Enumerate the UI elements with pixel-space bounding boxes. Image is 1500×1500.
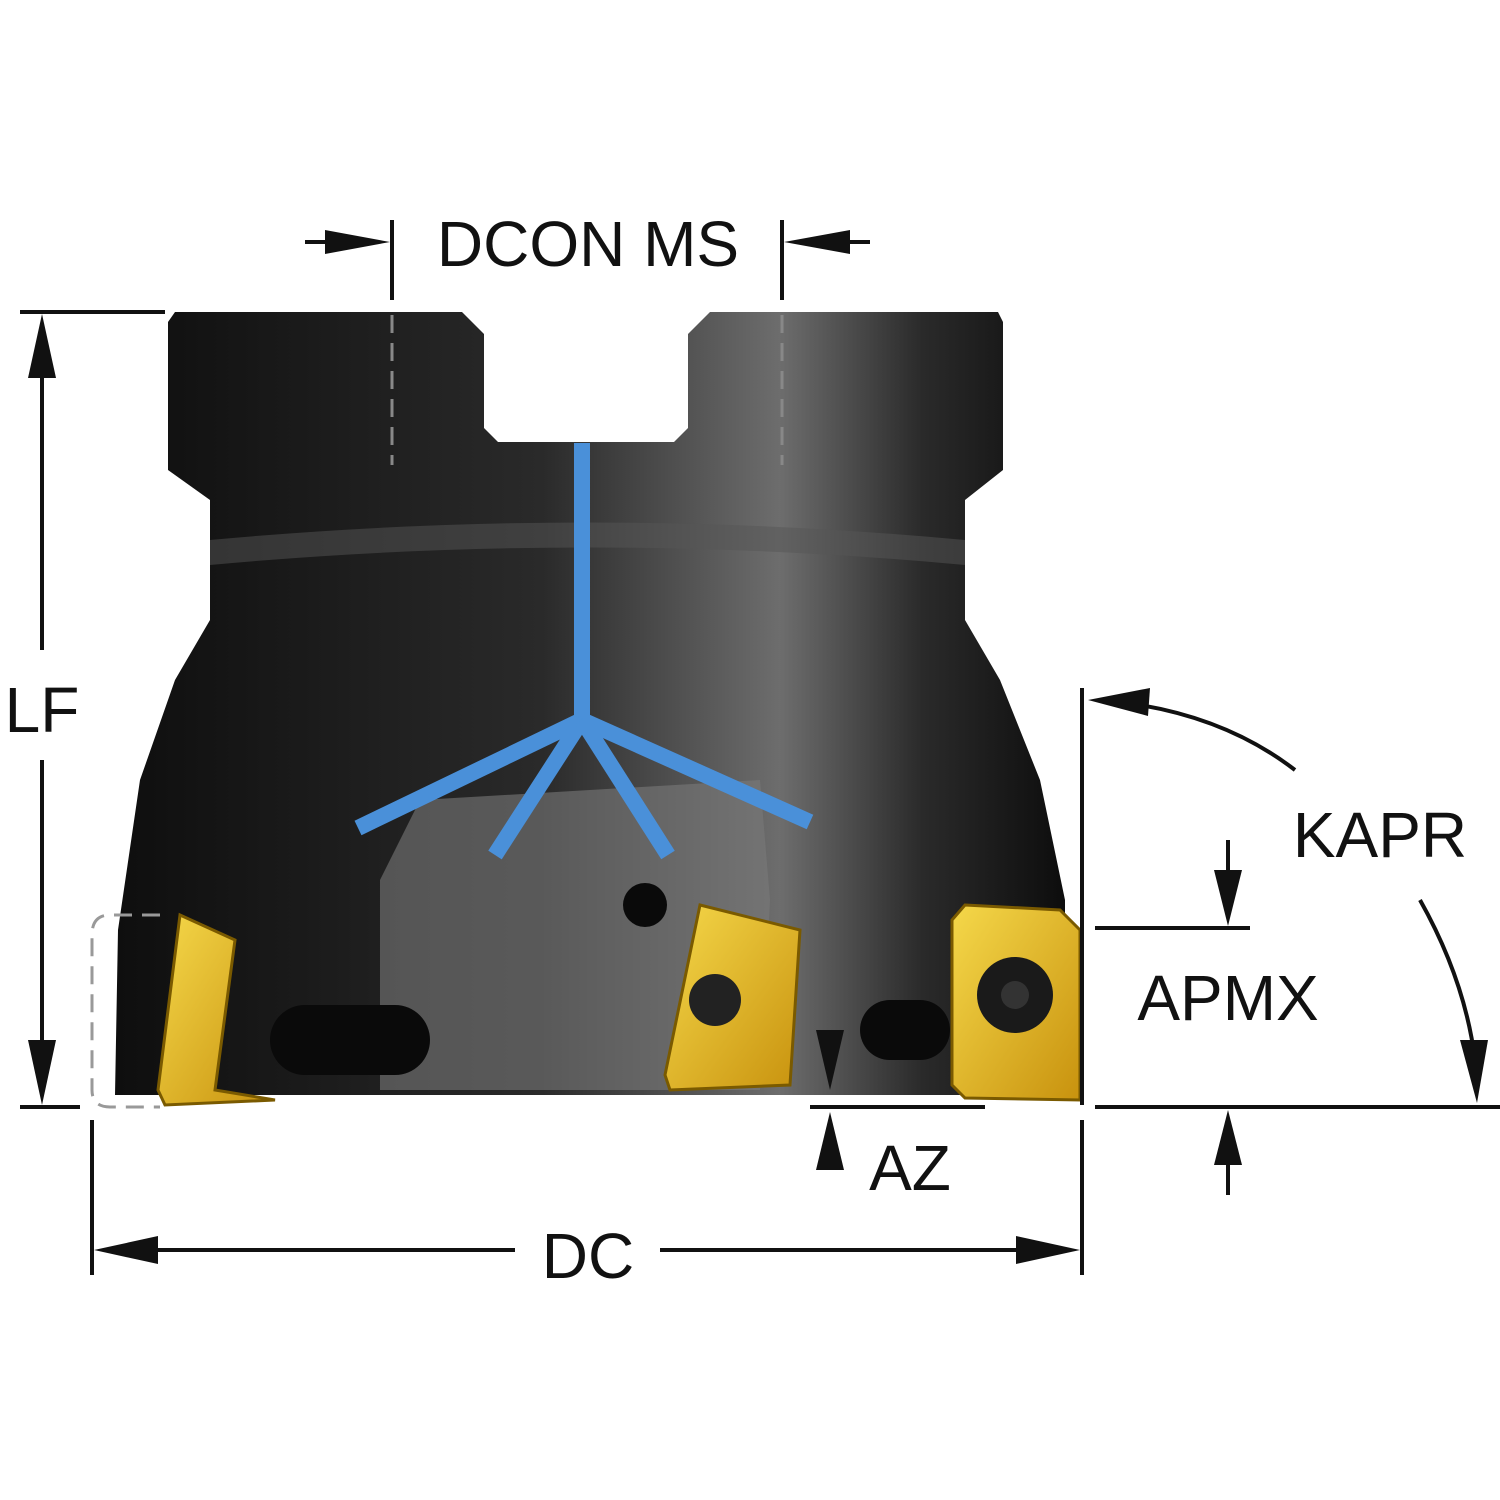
cutting-insert-center bbox=[663, 903, 802, 1092]
label-lf: LF bbox=[5, 674, 80, 746]
label-dc: DC bbox=[542, 1220, 634, 1292]
coolant-channels bbox=[354, 443, 814, 860]
cutting-insert-right bbox=[950, 903, 1082, 1102]
dimension-az: AZ bbox=[810, 1030, 985, 1204]
label-az: AZ bbox=[869, 1132, 951, 1204]
dimension-dc: DC bbox=[90, 1120, 1084, 1292]
label-apmx: APMX bbox=[1137, 962, 1318, 1034]
bore-hidden-lines bbox=[90, 315, 784, 1109]
label-dcon-ms: DCON MS bbox=[437, 208, 739, 280]
dimension-dcon-ms: DCON MS bbox=[305, 208, 870, 300]
label-kapr: KAPR bbox=[1293, 799, 1467, 871]
dimension-lf: LF bbox=[5, 310, 165, 1109]
dimension-kapr: KAPR bbox=[1080, 688, 1500, 1109]
cutting-insert-left bbox=[156, 912, 276, 1107]
dimension-apmx: APMX bbox=[1095, 840, 1319, 1195]
